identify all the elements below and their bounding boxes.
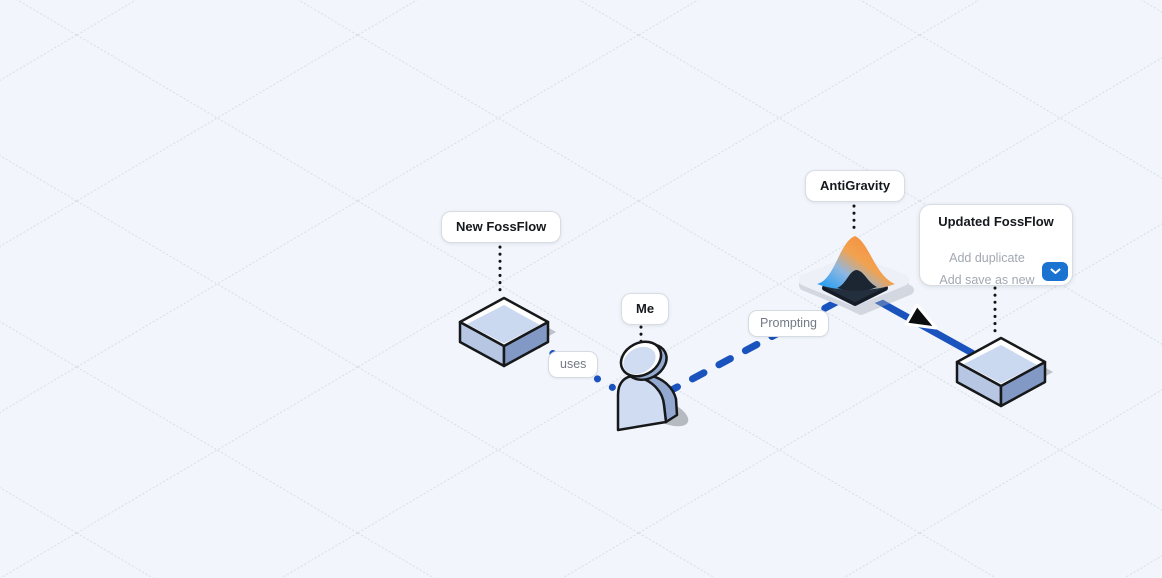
node-label-me[interactable]: Me [621, 293, 670, 325]
node-me-person[interactable] [615, 335, 692, 432]
node-label-new-fossflow[interactable]: New FossFlow [441, 211, 562, 243]
node-label-updated-fossflow: Updated FossFlow [938, 214, 1054, 229]
menu-item-add-duplicate[interactable]: Add duplicate [949, 251, 1025, 265]
label-tether-lines [498, 204, 997, 345]
edge-label-uses[interactable]: uses [548, 351, 599, 378]
connector-arrowhead-icon [904, 303, 938, 330]
node-antigravity-logo[interactable] [799, 236, 914, 315]
chevron-down-icon [1050, 268, 1060, 274]
node-label-antigravity[interactable]: AntiGravity [805, 170, 906, 202]
node-card-updated-fossflow[interactable]: Updated FossFlow Add duplicate Add save … [919, 204, 1073, 286]
expand-menu-button[interactable] [1042, 262, 1068, 281]
menu-item-add-save-as-new[interactable]: Add save as new [939, 273, 1035, 286]
connector-prompting-line[interactable] [662, 294, 848, 397]
edge-label-prompting[interactable]: Prompting [748, 310, 829, 337]
